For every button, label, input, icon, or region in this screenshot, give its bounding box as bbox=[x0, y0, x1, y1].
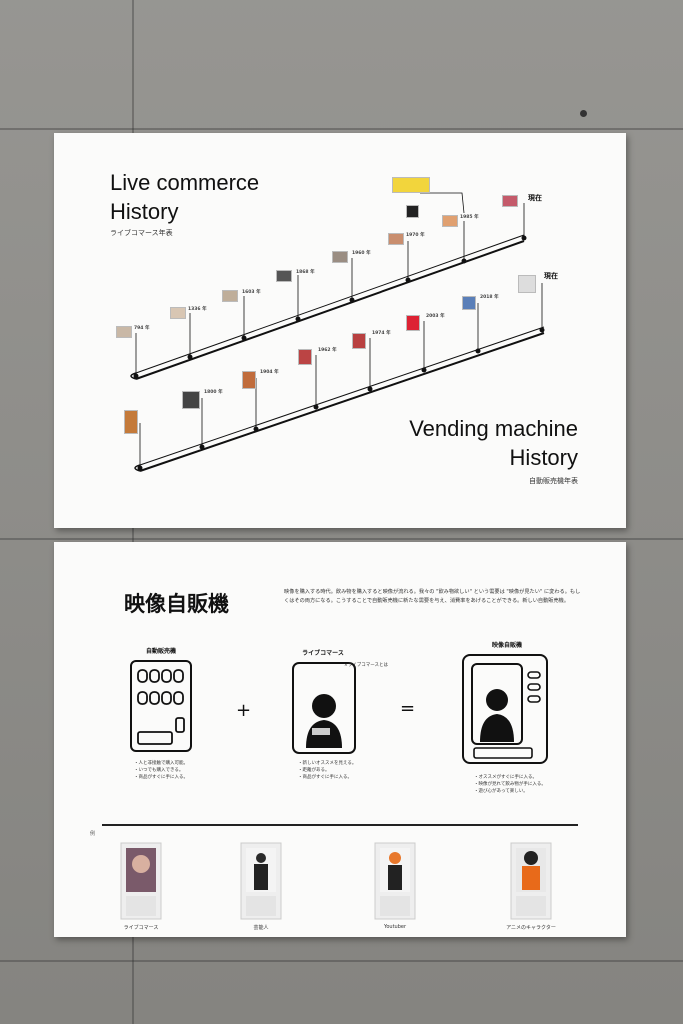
example-anime-character bbox=[510, 842, 552, 920]
event-thumbnail bbox=[276, 270, 292, 282]
vending-now-label: 現在 bbox=[544, 272, 558, 280]
vending-machine-notes: ・人と非接触で購入可能。・いつでも購入できる。・商品がすぐに手に入る。 bbox=[134, 761, 188, 780]
examples-label: 例 bbox=[90, 831, 96, 837]
event-thumbnail bbox=[242, 371, 256, 389]
vending-machine-subtitle: 自動販売機年表 bbox=[529, 477, 578, 485]
example-caption: Youtuber bbox=[383, 924, 407, 930]
live-commerce-label: ライブコマース bbox=[302, 650, 344, 657]
live-event-1985: 1985 年 bbox=[460, 215, 479, 220]
timeline-tracks bbox=[130, 192, 545, 472]
timeline-poster: Live commerce History ライブコマース年表 bbox=[54, 133, 626, 528]
poster-title: 映像自販機 bbox=[124, 592, 229, 616]
vending-event-1800: 1800 年 bbox=[204, 390, 223, 395]
live-event-1336: 1336 年 bbox=[188, 307, 207, 312]
wall-bolt-hole bbox=[580, 110, 587, 117]
example-celebrity bbox=[240, 842, 282, 920]
example-live-commerce bbox=[120, 842, 162, 920]
live-event-1868: 1868 年 bbox=[296, 270, 315, 275]
wall-seam bbox=[0, 538, 683, 540]
event-thumbnail bbox=[298, 349, 312, 365]
phone-live-icon bbox=[292, 662, 356, 754]
event-thumbnail bbox=[352, 333, 366, 349]
example-caption: アニメのキャラクター bbox=[506, 925, 556, 931]
event-thumbnail bbox=[332, 251, 348, 263]
video-vending-poster: 映像自販機 映像を購入する時代。飲み物を購入すると映像が流れる。我々の "飲み物… bbox=[54, 542, 626, 937]
video-vending-notes: ・オススメがすぐに手に入る。・映像が見れて飲み物が手に入る。・遊び心があって楽し… bbox=[474, 775, 546, 794]
vending-machine-label: 自動販売機 bbox=[145, 648, 176, 655]
live-commerce-notes: ・新しいオススメを見える。・距離がある。・商品がすぐに手に入る。 bbox=[298, 761, 357, 780]
live-commerce-subtitle: ライブコマース年表 bbox=[110, 229, 173, 237]
event-thumbnail bbox=[388, 233, 404, 245]
live-event-1960: 1960 年 bbox=[352, 251, 371, 256]
vending-event-1962: 1962 年 bbox=[318, 348, 337, 353]
event-thumbnail bbox=[406, 315, 420, 331]
equals-sign: = bbox=[400, 698, 416, 719]
event-thumbnail bbox=[442, 215, 458, 227]
event-thumbnail bbox=[182, 391, 200, 409]
video-vending-machine-icon bbox=[462, 654, 548, 764]
wall-seam bbox=[0, 960, 683, 962]
event-thumbnail bbox=[462, 296, 476, 310]
event-thumbnail bbox=[222, 290, 238, 302]
live-now-label: 現在 bbox=[528, 194, 542, 202]
vending-machine-title: Vending machine History bbox=[409, 416, 578, 470]
example-caption: 芸能人 bbox=[253, 925, 269, 931]
vending-event-2018: 2018 年 bbox=[480, 295, 499, 300]
live-event-1970: 1970 年 bbox=[406, 233, 425, 238]
vending-event-2003: 2003 年 bbox=[426, 314, 445, 319]
poster-intro-text: 映像を購入する時代。飲み物を購入すると映像が流れる。我々の "飲み物欲しい" と… bbox=[284, 589, 581, 604]
live-commerce-title: Live commerce History bbox=[110, 170, 260, 224]
section-divider bbox=[102, 824, 578, 826]
vending-event-1974: 1974 年 bbox=[372, 331, 391, 336]
vending-event-1904: 1904 年 bbox=[260, 370, 279, 375]
event-thumbnail bbox=[116, 326, 132, 338]
event-thumbnail bbox=[170, 307, 186, 319]
live-event-794: 794 年 bbox=[134, 326, 150, 331]
plus-sign: + bbox=[236, 700, 252, 721]
video-vending-label: 映像自販機 bbox=[491, 642, 522, 649]
event-thumbnail bbox=[392, 177, 430, 193]
example-youtuber bbox=[374, 842, 416, 920]
vending-machine-icon bbox=[130, 660, 192, 752]
event-thumbnail bbox=[518, 275, 536, 293]
qr-code-icon bbox=[406, 205, 419, 218]
wall-seam bbox=[0, 128, 683, 130]
event-thumbnail bbox=[502, 195, 518, 207]
event-thumbnail bbox=[124, 410, 138, 434]
live-commerce-caption: ×ライブコマースとは bbox=[344, 663, 389, 668]
live-event-1603: 1603 年 bbox=[242, 290, 261, 295]
example-caption: ライブコマース bbox=[123, 925, 159, 931]
